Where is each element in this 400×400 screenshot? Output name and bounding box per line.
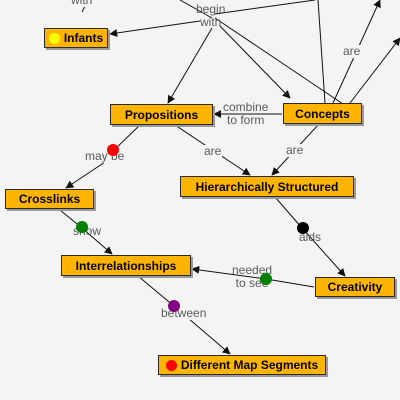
node-crosslinks-label: Crosslinks xyxy=(18,192,81,206)
red-marker-may-be xyxy=(107,144,119,156)
link-label-begin-with[interactable]: begin with xyxy=(195,3,226,29)
node-hierarchically-structured[interactable]: Hierarchically Structured xyxy=(180,176,354,197)
edge-maybe-crosslinks xyxy=(65,161,106,189)
link-label-begin-with-line2: with xyxy=(200,15,222,29)
link-label-combine-to-form[interactable]: combine to form xyxy=(222,101,269,127)
link-label-with[interactable]: with xyxy=(70,0,94,7)
node-infants-label: Infants xyxy=(63,31,104,45)
edge-concepts-to-right xyxy=(349,37,400,104)
link-label-are-right[interactable]: are xyxy=(285,143,305,157)
node-different-map-segments-label: Different Map Segments xyxy=(180,358,319,372)
node-concepts-label: Concepts xyxy=(295,106,350,121)
edge-begin-with-propositions xyxy=(167,27,213,104)
edge-needed-interrelationships xyxy=(191,266,267,280)
edge-creativity-needed xyxy=(265,278,315,288)
red-status-dot xyxy=(165,359,177,371)
node-crosslinks[interactable]: Crosslinks xyxy=(5,189,94,209)
link-label-may-be[interactable]: may be xyxy=(84,149,126,163)
green-marker-show xyxy=(76,221,88,233)
yellow-status-dot xyxy=(48,32,60,44)
node-propositions[interactable]: Propositions xyxy=(110,104,213,125)
link-label-begin-with-line1: begin xyxy=(196,2,226,16)
edge-to-top-right-b xyxy=(214,17,344,105)
edge-interrelationships-between xyxy=(137,275,175,307)
edge-begin-with-infants xyxy=(109,20,201,37)
node-propositions-label: Propositions xyxy=(124,107,199,122)
link-label-between[interactable]: between xyxy=(160,306,208,320)
edge-aids-creativity xyxy=(301,227,346,277)
node-creativity[interactable]: Creativity xyxy=(315,277,395,297)
edge-begin-from-top xyxy=(179,0,213,19)
link-label-combine-to-form-line2: to form xyxy=(227,113,265,127)
green-marker-needed xyxy=(260,273,272,285)
link-label-are-top[interactable]: are xyxy=(342,44,362,58)
link-label-are-left[interactable]: are xyxy=(203,144,223,158)
edge-concepts-are-a xyxy=(317,0,326,104)
node-concepts[interactable]: Concepts xyxy=(283,103,362,124)
node-creativity-label: Creativity xyxy=(327,280,383,294)
edge-hs-aids xyxy=(274,196,303,229)
node-interrelationships-label: Interrelationships xyxy=(75,258,177,273)
node-hierarchically-structured-label: Hierarchically Structured xyxy=(195,179,339,194)
node-interrelationships[interactable]: Interrelationships xyxy=(61,255,191,276)
black-marker-aids xyxy=(297,222,309,234)
edge-show-interrelationships xyxy=(81,227,113,255)
edge-to-top-right-a xyxy=(214,0,316,15)
node-different-map-segments[interactable]: Different Map Segments xyxy=(158,355,326,375)
purple-marker-between xyxy=(168,300,180,312)
node-infants[interactable]: Infants xyxy=(44,28,108,48)
edge-begin-with-concepts xyxy=(219,25,291,99)
link-label-combine-to-form-line1: combine xyxy=(223,100,269,114)
